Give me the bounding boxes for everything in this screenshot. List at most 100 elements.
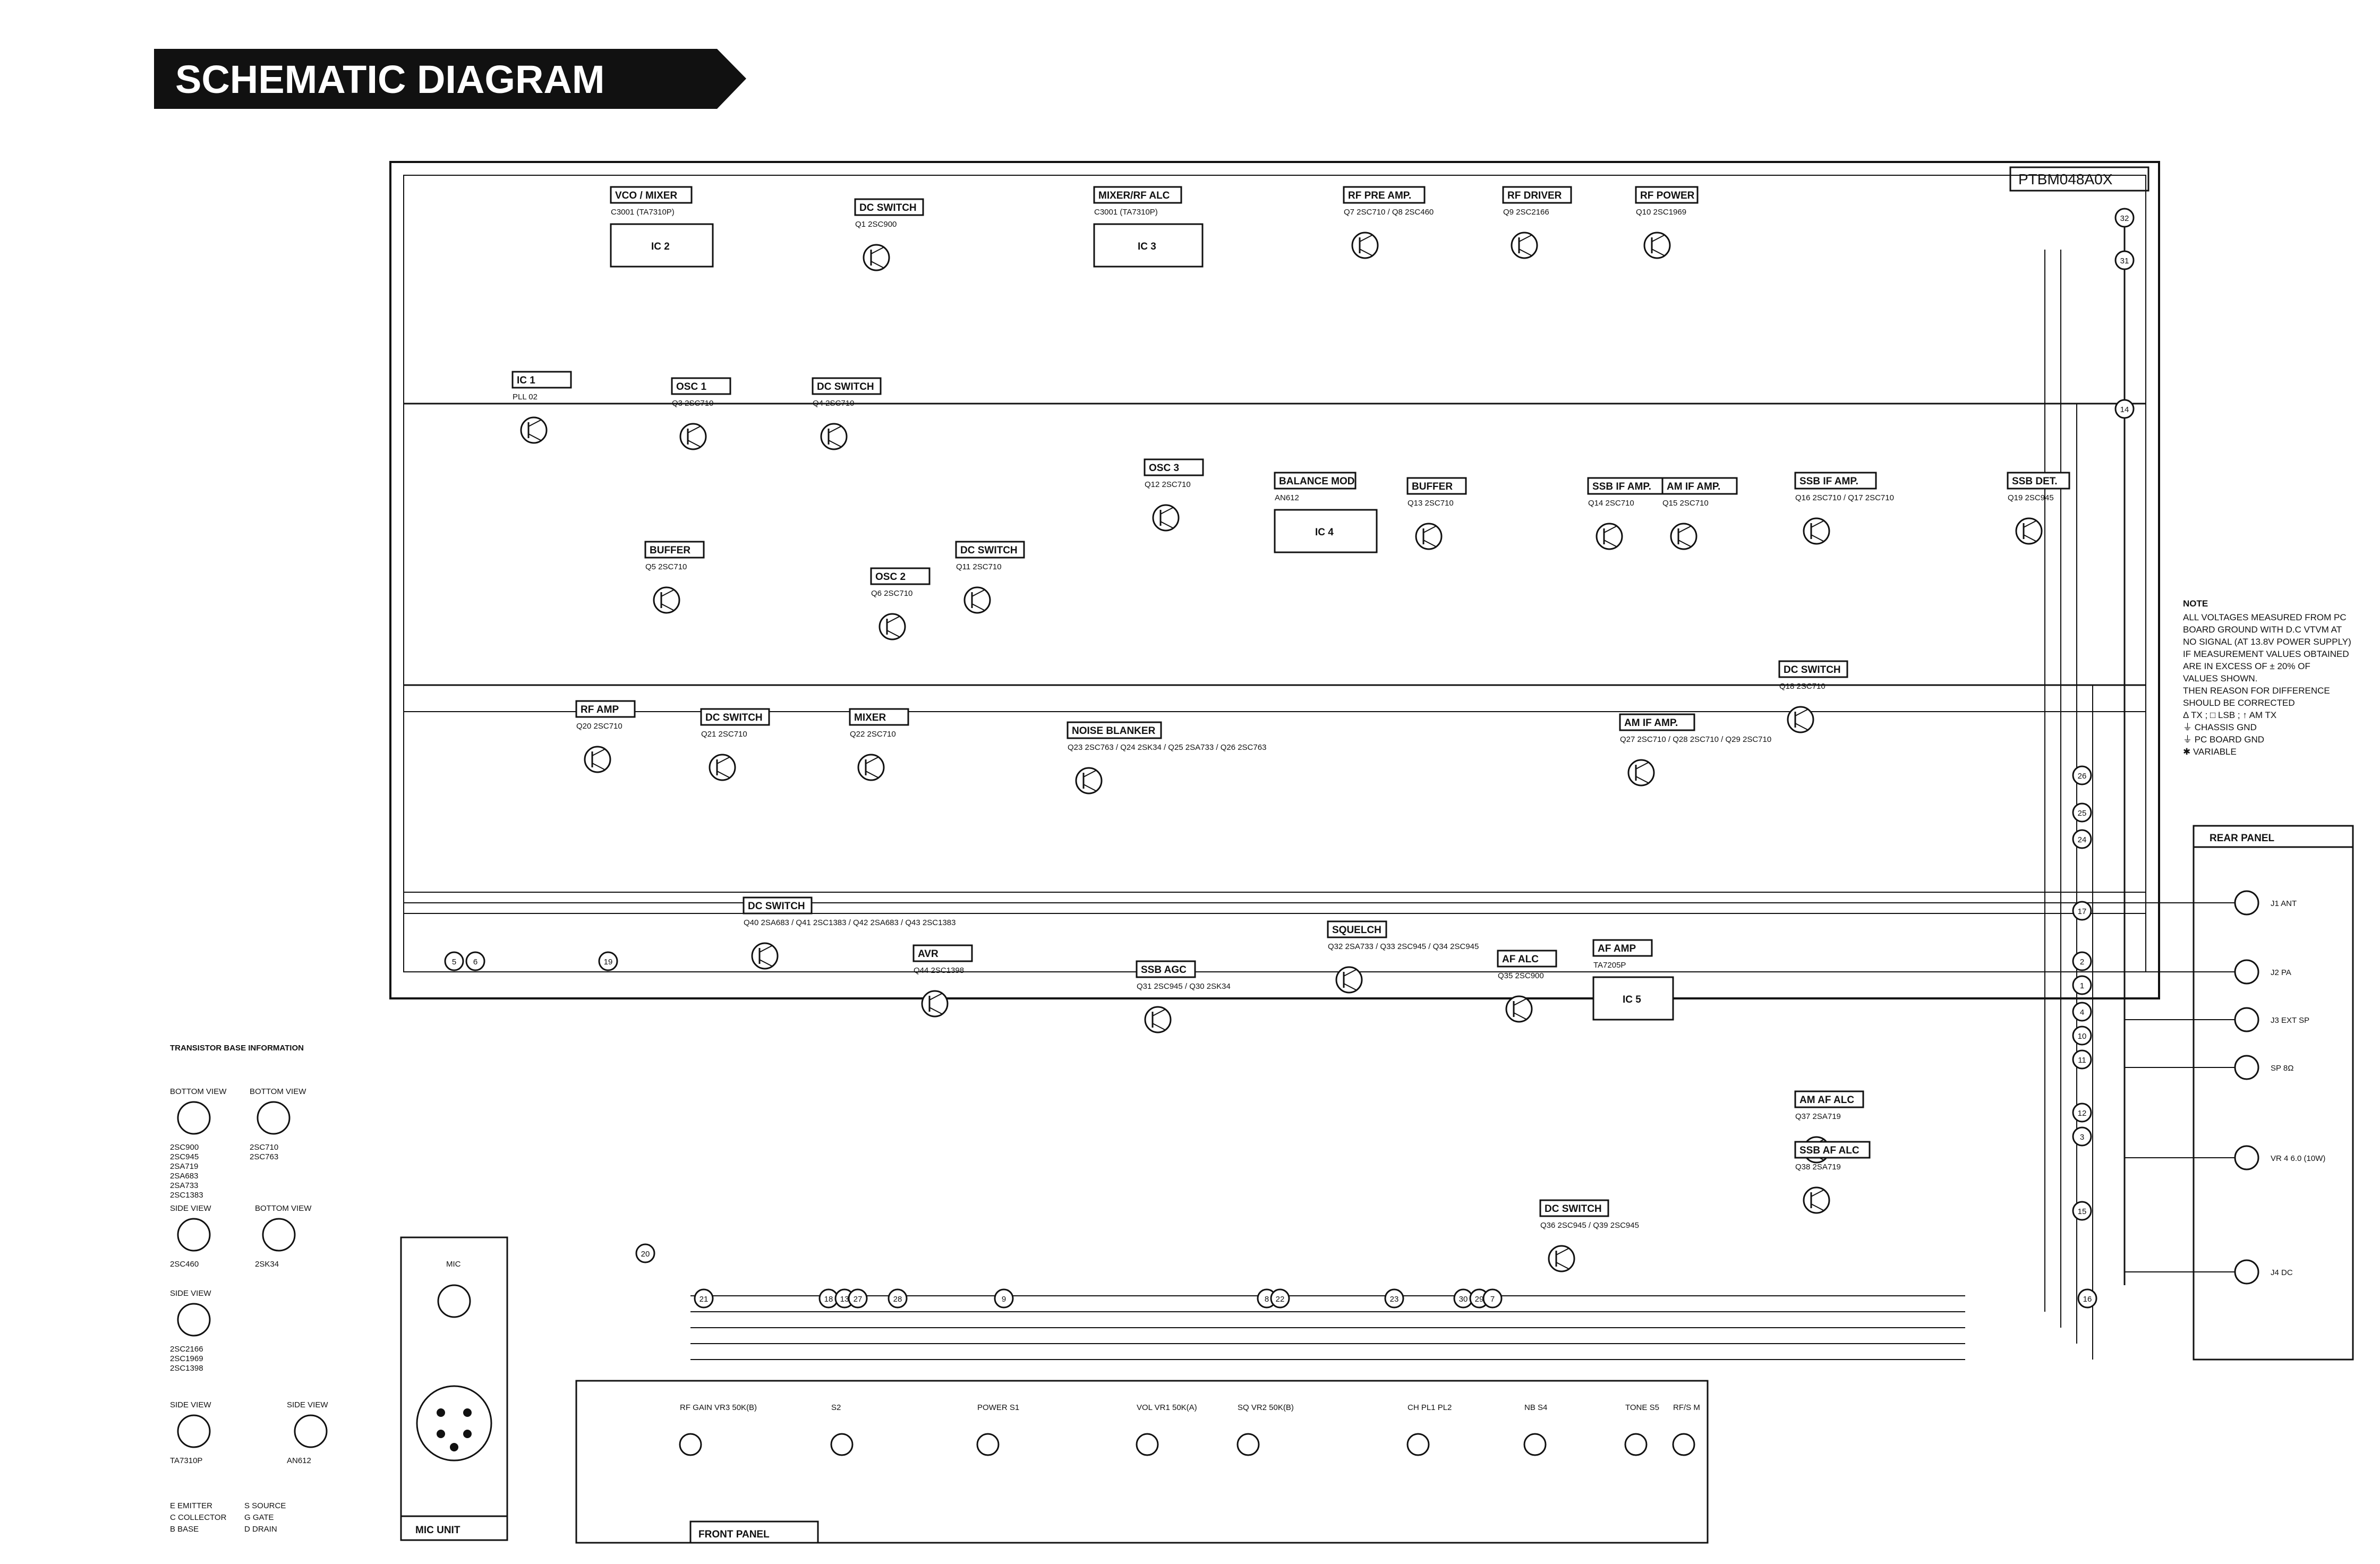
legend-item: D DRAIN — [244, 1525, 277, 1534]
block-label: AM AF ALC — [1799, 1095, 1854, 1106]
connector-point: 22 — [1270, 1288, 1290, 1309]
rear-jack: J3 EXT SP — [2125, 1007, 2309, 1032]
legend-item: S SOURCE — [244, 1501, 286, 1510]
block-rfpre: RF PRE AMP.Q7 2SC710 / Q8 2SC460 — [1343, 186, 1434, 259]
pinout-icon — [262, 1218, 296, 1252]
transistor-base-info: TRANSISTOR BASE INFORMATION BOTTOM VIEW2… — [170, 1044, 328, 1534]
connector-point: 3 — [2072, 1126, 2092, 1147]
transistor-icon — [1803, 517, 1830, 545]
connector-point: 2 — [2072, 951, 2092, 971]
rear-jack: VR 4 6.0 (10W) — [2125, 1145, 2325, 1170]
transistor-icon — [1351, 232, 1379, 259]
connector-number: 11 — [2078, 1056, 2086, 1065]
block-label: IC 1 — [517, 375, 535, 386]
block-label: OSC 3 — [1149, 463, 1179, 474]
block-part: C3001 (TA7310P) — [611, 208, 675, 217]
transistor-icon — [1627, 759, 1655, 787]
front-control-label: VOL VR1 50K(A) — [1137, 1403, 1197, 1412]
main-board-outline — [389, 161, 2160, 999]
pinout-part: 2SC2166 — [170, 1345, 203, 1354]
pinout-part: 2SC900 — [170, 1143, 199, 1152]
notes-heading: NOTE — [2183, 599, 2208, 609]
front-control-label: POWER S1 — [977, 1403, 1019, 1412]
block-part: Q38 2SA719 — [1795, 1163, 1841, 1172]
connector-point: 17 — [2072, 901, 2092, 921]
connector-point: 11 — [2072, 1049, 2092, 1070]
block-part: Q23 2SC763 / Q24 2SK34 / Q25 2SA733 / Q2… — [1068, 743, 1266, 752]
control-icon — [1624, 1433, 1648, 1456]
block-ssbafalc: SSB AF ALC Q38 2SA719 — [1794, 1141, 1871, 1214]
note-line: VALUES SHOWN. — [2183, 673, 2257, 683]
connector-number: 25 — [2078, 809, 2087, 818]
block-label: AF ALC — [1502, 954, 1539, 965]
pinout-part: AN612 — [287, 1456, 311, 1465]
block-part: C3001 (TA7310P) — [1094, 208, 1158, 217]
rear-jack: J4 DC — [2125, 1259, 2293, 1285]
block-part: Q9 2SC2166 — [1503, 208, 1549, 217]
pinout-part: 2SA733 — [170, 1181, 198, 1190]
front-control: TONE S5 — [1624, 1403, 1659, 1456]
block-part: Q21 2SC710 — [701, 730, 747, 739]
transistor-icon — [1511, 232, 1538, 259]
transistor-icon — [2015, 517, 2043, 545]
pinout-icon — [177, 1303, 211, 1337]
rear-jack-label: J1 ANT — [2271, 899, 2297, 908]
block-label: MIXER/RF ALC — [1098, 190, 1170, 201]
note-line: THEN REASON FOR DIFFERENCE — [2183, 686, 2330, 696]
control-icon — [1236, 1433, 1260, 1456]
jack-icon — [2234, 959, 2259, 985]
block-part: Q22 2SC710 — [850, 730, 896, 739]
block-part: PLL 02 — [513, 392, 538, 401]
pinout-view: BOTTOM VIEW — [255, 1204, 312, 1213]
block-part: TA7205P — [1593, 961, 1626, 970]
control-icon — [1406, 1433, 1430, 1456]
connector-number: 30 — [1459, 1295, 1468, 1304]
connector-point: 28 — [888, 1288, 908, 1309]
control-icon — [1136, 1433, 1159, 1456]
block-label: OSC 1 — [676, 381, 706, 392]
pinout-part: 2SC460 — [170, 1260, 199, 1269]
connector-number: 18 — [824, 1295, 833, 1304]
block-part: Q5 2SC710 — [645, 562, 687, 571]
pinout-part: 2SC763 — [250, 1152, 278, 1161]
front-control: RF GAIN VR3 50K(B) — [679, 1403, 757, 1456]
control-icon — [1672, 1433, 1695, 1456]
connector-point: 7 — [1482, 1288, 1503, 1309]
block-label: SSB DET. — [2012, 476, 2058, 487]
mic-unit: MIC UNIT MIC — [400, 1236, 508, 1541]
pinout-icon — [177, 1101, 211, 1135]
connector-point: 25 — [2072, 802, 2092, 823]
front-control-label: CH PL1 PL2 — [1407, 1403, 1452, 1412]
pinout-view: SIDE VIEW — [287, 1400, 328, 1409]
block-label: SSB AF ALC — [1799, 1145, 1859, 1156]
block-label: SSB IF AMP. — [1799, 476, 1858, 487]
connector-point: 23 — [1384, 1288, 1404, 1309]
connector-number: 28 — [893, 1295, 902, 1304]
pinout-icon — [257, 1101, 291, 1135]
rear-panel-title: REAR PANEL — [2210, 833, 2274, 844]
block-label: BALANCE MOD — [1279, 476, 1355, 487]
transistor-icon — [1803, 1186, 1830, 1214]
transistor-icon — [1787, 706, 1814, 733]
block-part: Q19 2SC945 — [2008, 493, 2054, 502]
transistor-icon — [679, 423, 707, 450]
block-part: Q12 2SC710 — [1145, 480, 1191, 489]
block-label: RF DRIVER — [1507, 190, 1562, 201]
connector-point: 32 — [2114, 208, 2135, 228]
note-line: ALL VOLTAGES MEASURED FROM PC — [2183, 612, 2347, 622]
legend-item: E EMITTER — [170, 1501, 212, 1510]
block-label: SQUELCH — [1332, 925, 1381, 936]
connector-number: 29 — [1475, 1295, 1484, 1304]
block-part: AN612 — [1275, 493, 1299, 502]
block-label: AVR — [918, 948, 939, 960]
block-part: Q40 2SA683 / Q41 2SC1383 / Q42 2SA683 / … — [744, 918, 956, 927]
